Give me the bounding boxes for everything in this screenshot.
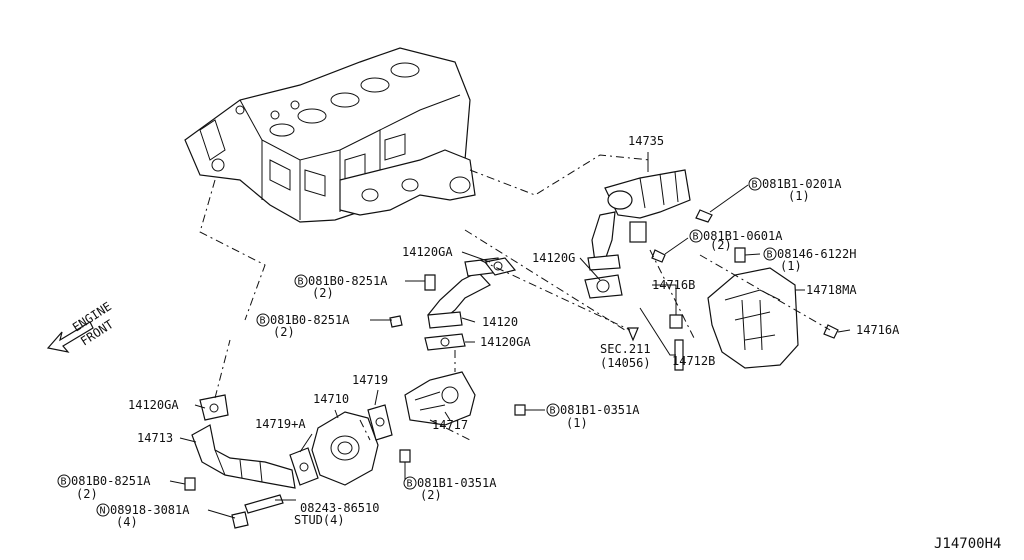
label-14719A: 14719+A (255, 417, 306, 431)
svg-text:(2): (2) (710, 238, 732, 252)
diagram-code: J14700H4 (934, 536, 1001, 552)
gasket-14120GA-top (483, 257, 517, 276)
heat-shield-14718MA (707, 267, 799, 369)
label-14719: 14719 (352, 373, 388, 387)
engine-front-indicator: ENGINE FRONT (46, 299, 116, 353)
label-14716B: 14716B (652, 278, 695, 292)
cylinder-head-illustration (184, 47, 476, 223)
svg-text:B: B (61, 477, 67, 488)
label-14712B: 14712B (672, 354, 715, 368)
label-14120: 14120 (482, 315, 518, 329)
connection-lines (199, 154, 831, 441)
front-arrow-icon (46, 321, 94, 353)
svg-text:N: N (100, 506, 106, 517)
part-labels: 14735 B 081B1-0201A (1) B 081B1-0601A (2… (57, 134, 1001, 552)
label-14120GA-left: 14120GA (128, 398, 179, 412)
label-081B1-0351A-a: 081B1-0351A (560, 403, 640, 417)
label-081B0-8251A-a: 081B0-8251A (308, 274, 388, 288)
label-sec211-ref: (14056) (600, 356, 651, 370)
label-stud: STUD(4) (294, 513, 345, 527)
label-081B0-8251A-c: 081B0-8251A (71, 474, 151, 488)
label-14120G: 14120G (532, 251, 575, 265)
gasket-14719 (367, 404, 393, 441)
gasket-14719A (289, 447, 319, 486)
svg-text:(2): (2) (273, 325, 295, 339)
svg-text:(1): (1) (788, 189, 810, 203)
label-081B0-8251A-b: 081B0-8251A (270, 313, 350, 327)
svg-text:(1): (1) (566, 416, 588, 430)
egr-cooler-14710 (311, 411, 379, 486)
label-08918-3081A: 08918-3081A (110, 503, 190, 517)
label-14735: 14735 (628, 134, 664, 148)
svg-text:B: B (407, 479, 413, 490)
egr-valve-14717 (404, 371, 476, 426)
label-14120GA-middle: 14120GA (480, 335, 531, 349)
gasket-14120GA-middle (424, 333, 466, 351)
svg-text:(2): (2) (420, 488, 442, 502)
egr-valve-14735 (587, 169, 691, 271)
label-081B1-0601A: 081B1-0601A (703, 229, 783, 243)
svg-text:(1): (1) (780, 259, 802, 273)
svg-text:(2): (2) (76, 487, 98, 501)
svg-text:(4): (4) (116, 515, 138, 529)
svg-text:(2): (2) (312, 286, 334, 300)
egr-tube-14713 (191, 394, 296, 489)
svg-text:B: B (767, 250, 773, 261)
svg-text:B: B (752, 180, 758, 191)
svg-text:B: B (260, 316, 266, 327)
label-14713: 14713 (137, 431, 173, 445)
label-081B1-0351A-b: 081B1-0351A (417, 476, 497, 490)
label-14716A: 14716A (856, 323, 900, 337)
gasket-14120G (584, 274, 623, 299)
label-14120GA-top: 14120GA (402, 245, 453, 259)
leader-lines (169, 152, 851, 519)
bolts (184, 209, 839, 529)
svg-text:B: B (693, 232, 699, 243)
label-08243-86510: 08243-86510 (300, 501, 379, 515)
label-081B1-0201A: 081B1-0201A (762, 177, 842, 191)
svg-text:B: B (550, 406, 556, 417)
svg-text:B: B (298, 277, 304, 288)
label-08146-6122H: 08146-6122H (777, 247, 856, 261)
label-sec211: SEC.211 (600, 342, 651, 356)
label-14717: 14717 (432, 418, 468, 432)
label-14718MA: 14718MA (806, 283, 857, 297)
label-14710: 14710 (313, 392, 349, 406)
